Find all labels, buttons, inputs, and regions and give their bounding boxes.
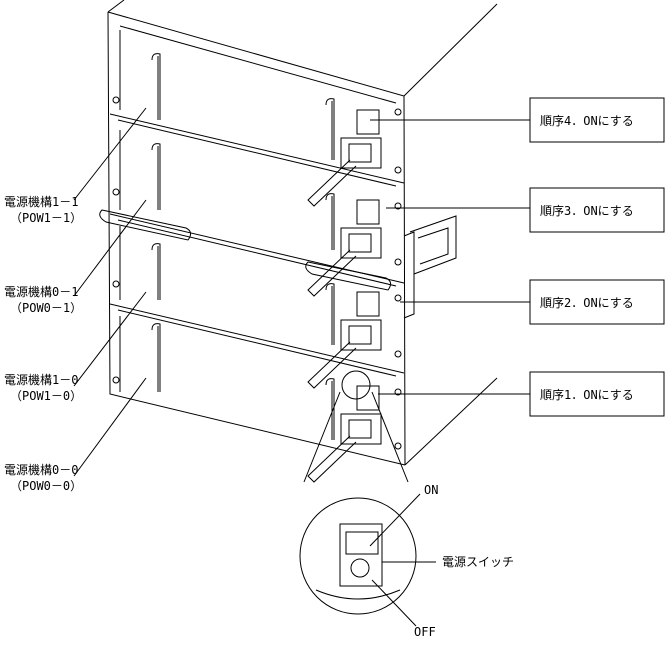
unit-pow0-1-name: 電源機構0－1	[4, 284, 78, 299]
unit-pow1-0-code: （POW1－0）	[10, 389, 82, 403]
chassis-drawing	[73, 0, 665, 627]
power-switch-label: 電源スイッチ	[442, 555, 514, 569]
step-3-label: 順序3．ONにする	[540, 203, 634, 218]
unit-pow0-1-code: （POW0－1）	[10, 301, 82, 315]
unit-pow0-0-code: （POW0－0）	[10, 479, 82, 493]
switch-off-label: OFF	[414, 625, 436, 639]
unit-pow0-0-name: 電源機構0－0	[4, 462, 78, 477]
switch-on-label: ON	[424, 483, 438, 497]
unit-pow1-0-name: 電源機構1－0	[4, 372, 78, 387]
unit-pow1-1-name: 電源機構1－1	[4, 194, 78, 209]
unit-pow1-1-code: （POW1－1）	[10, 211, 82, 225]
step-1-label: 順序1．ONにする	[540, 387, 634, 402]
step-2-label: 順序2．ONにする	[540, 295, 634, 310]
step-4-label: 順序4．ONにする	[540, 113, 634, 128]
